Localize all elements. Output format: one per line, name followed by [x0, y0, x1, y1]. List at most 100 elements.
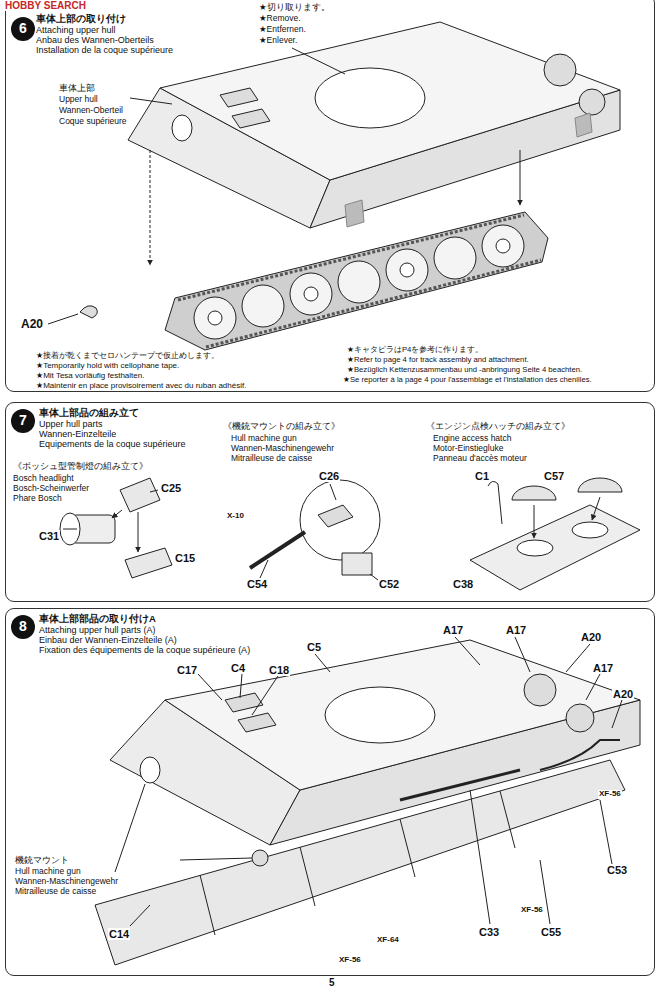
- turret-ring: [325, 687, 435, 743]
- leader-line: [115, 784, 145, 872]
- leader-line: [315, 654, 330, 672]
- track: [165, 212, 548, 350]
- note-text: ★接着が乾くまでセロハンテープで仮止めします。: [35, 352, 220, 361]
- step-title: Anbau des Wannen-Oberteils: [36, 36, 154, 46]
- part-label: Wannen-Oberteil: [58, 106, 124, 115]
- note-text: ★Refer to page 4 for track assembly and …: [346, 356, 530, 364]
- part-label: Wannen-Maschinengewehr: [14, 877, 119, 886]
- step-title: 車体上部の取り付け: [36, 14, 126, 24]
- subassembly-title: Mitrailleuse de caisse: [230, 454, 313, 463]
- engine-grille: [566, 704, 594, 732]
- hull-top-plate: [165, 640, 640, 790]
- part-number: A20: [612, 688, 634, 700]
- paint-code: XF-64: [376, 936, 400, 945]
- hull-top-plate: [160, 22, 620, 180]
- leader-line: [240, 674, 242, 698]
- turret-opening: [315, 68, 425, 128]
- subassembly-title: Wannen-Maschinengewehr: [230, 444, 335, 453]
- subassembly-title: 《エンジン点検ハッチの組み立て》: [425, 422, 571, 431]
- fender-joint: [400, 819, 415, 877]
- hatch-dome: [578, 478, 622, 492]
- leader-line: [130, 98, 172, 104]
- step-title: Upper hull parts: [39, 420, 103, 430]
- mg-ball-mount: [318, 505, 353, 527]
- mg-port: [140, 757, 160, 783]
- part-number: A17: [592, 662, 614, 674]
- fender: [95, 760, 625, 965]
- note-text: ★Temporarily hold with cellophane tape.: [35, 362, 180, 371]
- subassembly-title: Bosch-Scheinwerfer: [12, 484, 90, 493]
- driver-hatch: [232, 109, 270, 128]
- road-wheel: [290, 273, 332, 315]
- step-title: Attaching upper hull parts (A): [39, 626, 156, 636]
- headlight-bracket: [125, 548, 172, 578]
- step-panel: 車体上部品の組み立てUpper hull partsWannen-Einzelt…: [5, 402, 655, 602]
- leader-line: [130, 905, 150, 926]
- headlight-lens: [60, 513, 80, 545]
- part-number: C25: [160, 482, 182, 494]
- headlight-slit: [63, 529, 77, 530]
- note-text: ★切り取ります。: [258, 3, 331, 12]
- part-label: Upper hull: [58, 95, 99, 104]
- part-number: C17: [176, 664, 198, 676]
- hatch-dome: [512, 486, 556, 500]
- note-text: ★Remove.: [258, 14, 302, 23]
- step-panel: 車体上部の取り付け Attaching upper hullAnbau des W…: [5, 0, 655, 392]
- step-number: 8: [11, 615, 35, 639]
- subassembly-title: 《機銃マウントの組み立て》: [222, 422, 341, 431]
- leader-line: [600, 800, 612, 864]
- part-number: A20: [580, 631, 602, 643]
- note-text: ★Enlever.: [258, 36, 298, 45]
- tow-cable: [540, 740, 620, 770]
- part-number: C54: [246, 578, 268, 590]
- engine-grille: [579, 89, 605, 115]
- part-number: C5: [306, 641, 322, 653]
- part-number: C55: [540, 926, 562, 938]
- fender-joint: [500, 791, 515, 848]
- step-title: Equipements de la coque supérieure: [39, 440, 186, 450]
- part-number: C53: [606, 864, 628, 876]
- tape-strip: [575, 113, 592, 137]
- note-text: ★Entfernen.: [258, 25, 307, 34]
- step-number: 7: [11, 409, 35, 433]
- subassembly-title: Engine access hatch: [432, 434, 512, 443]
- subassembly-title: Phare Bosch: [12, 494, 63, 503]
- note-text: ★Bezüglich Kettenzusammenbau und -anbrin…: [346, 366, 583, 374]
- part-number: C31: [38, 530, 60, 542]
- page-number: 5: [328, 977, 336, 988]
- step-title: Einbau der Wannen-Einzelteile (A): [39, 636, 177, 646]
- part-label: Coque supérieure: [58, 117, 128, 126]
- subassembly-title: Hull machine gun: [230, 434, 298, 443]
- headlight-mount: [120, 478, 160, 512]
- assembly-arrow: [534, 505, 535, 538]
- leader-line: [292, 48, 345, 74]
- subassembly-title: Panneau d'accès moteur: [432, 454, 528, 463]
- part-label: Hull machine gun: [14, 867, 82, 876]
- leader-line: [455, 637, 480, 665]
- step-title: Fixation des équipements de la coque sup…: [39, 646, 250, 656]
- step-title: Attaching upper hull: [36, 26, 116, 36]
- road-wheel: [338, 261, 380, 303]
- road-wheel: [386, 249, 428, 291]
- part-label: Mitrailleuse de caisse: [14, 887, 97, 896]
- wheel-hub: [304, 287, 318, 301]
- leader-line: [612, 700, 622, 728]
- step-title: Installation de la coque supérieure: [36, 46, 173, 56]
- headlight: [252, 850, 268, 866]
- assembly-arrow: [150, 150, 151, 265]
- part-number: C33: [478, 926, 500, 938]
- engine-grille: [524, 674, 556, 706]
- step-number-text: 7: [19, 413, 27, 428]
- step-number: 6: [11, 17, 35, 41]
- paint-code: XF-56: [338, 956, 362, 965]
- step-number-text: 6: [19, 21, 27, 36]
- part-number: C14: [108, 928, 130, 940]
- tow-hook: [80, 306, 97, 318]
- part-number: C1: [474, 470, 490, 482]
- driver-hatch: [238, 713, 276, 732]
- step-number-text: 8: [19, 619, 27, 634]
- driver-hatch: [225, 693, 263, 712]
- leader-line: [566, 644, 590, 672]
- wheel-hub: [208, 311, 222, 325]
